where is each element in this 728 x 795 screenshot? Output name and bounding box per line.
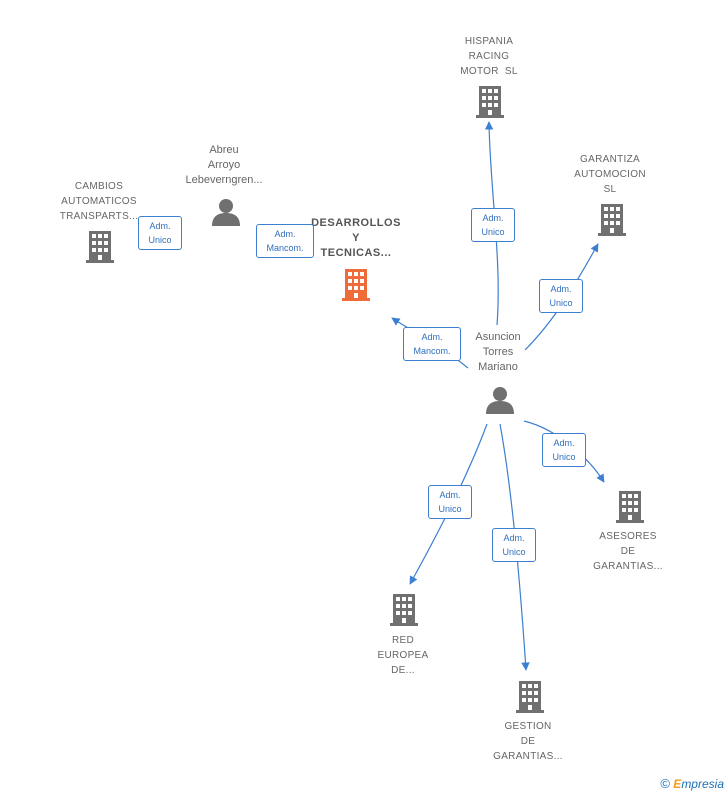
building-icon[interactable]	[86, 231, 114, 263]
relation-badge[interactable]: Adm.Mancom.	[256, 224, 314, 258]
relation-badge[interactable]: Adm.Unico	[542, 433, 586, 467]
copyright-icon: ©	[660, 776, 670, 791]
focus-building-icon[interactable]	[342, 269, 370, 301]
building-icon[interactable]	[390, 594, 418, 626]
building-icon[interactable]	[616, 491, 644, 523]
relation-badge[interactable]: Adm.Unico	[492, 528, 536, 562]
relation-badge[interactable]: Adm.Mancom.	[403, 327, 461, 361]
relation-badge[interactable]: Adm.Unico	[428, 485, 472, 519]
building-icon[interactable]	[598, 204, 626, 236]
building-icon[interactable]	[516, 681, 544, 713]
relation-badge[interactable]: Adm.Unico	[539, 279, 583, 313]
empresia-logo: © Empresia	[660, 776, 724, 791]
relation-badge[interactable]: Adm.Unico	[138, 216, 182, 250]
person-icon[interactable]	[486, 387, 514, 414]
person-icon[interactable]	[212, 199, 240, 226]
relation-badge[interactable]: Adm.Unico	[471, 208, 515, 242]
building-icon[interactable]	[476, 86, 504, 118]
